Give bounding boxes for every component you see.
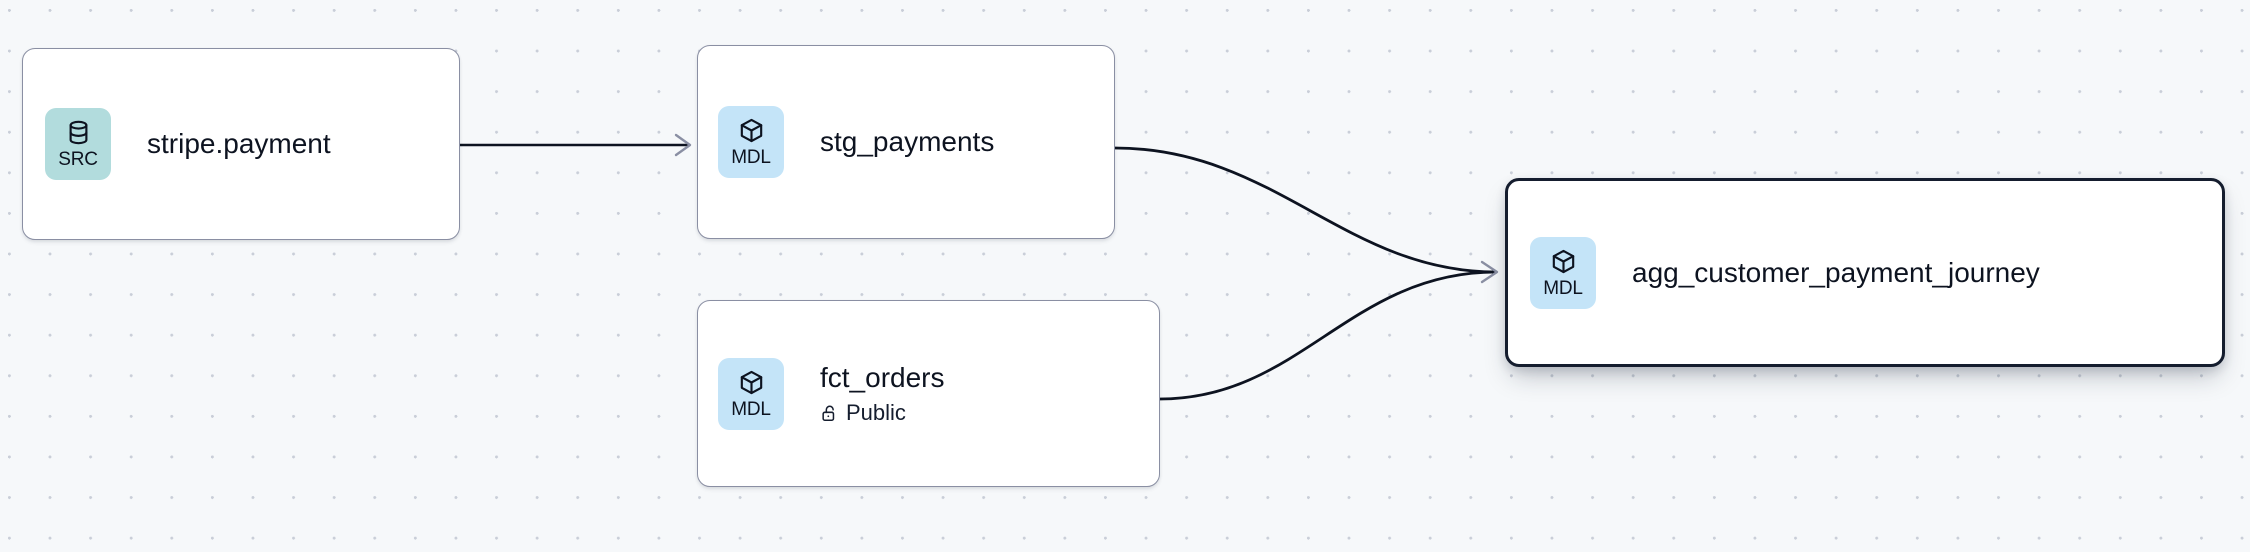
node-agg-customer-payment-journey[interactable]: MDL agg_customer_payment_journey	[1505, 178, 2225, 367]
arrowhead-icon	[1480, 260, 1499, 284]
edge-stg-payments-to-agg-journey	[1114, 146, 1497, 274]
node-labels: stg_payments	[820, 125, 994, 158]
arrowhead-icon	[674, 133, 692, 157]
node-fct-orders[interactable]: MDL fct_orders Public	[697, 300, 1160, 487]
node-type-badge-mdl: MDL	[1530, 236, 1596, 309]
node-type-badge-mdl: MDL	[718, 357, 784, 430]
node-type-label: MDL	[731, 398, 771, 420]
database-icon	[65, 119, 92, 146]
cube-icon	[738, 369, 765, 396]
node-visibility-label: Public	[846, 399, 906, 425]
node-stripe-payment[interactable]: SRC stripe.payment	[22, 48, 460, 240]
node-labels: agg_customer_payment_journey	[1632, 256, 2040, 289]
node-labels: stripe.payment	[147, 127, 331, 160]
node-title: fct_orders	[820, 361, 945, 393]
edge-stripe-payment-to-stg-payments	[460, 133, 692, 157]
cube-icon	[738, 117, 765, 144]
edge-fct-orders-to-agg-journey	[1159, 270, 1497, 401]
node-title: agg_customer_payment_journey	[1632, 256, 2040, 288]
node-stg-payments[interactable]: MDL stg_payments	[697, 45, 1115, 239]
node-type-badge-mdl: MDL	[718, 106, 784, 178]
node-labels: fct_orders Public	[820, 361, 945, 426]
node-type-label: MDL	[731, 147, 771, 168]
node-type-label: SRC	[58, 149, 98, 170]
node-visibility: Public	[820, 400, 945, 426]
cube-icon	[1550, 248, 1577, 275]
node-title: stripe.payment	[147, 128, 331, 160]
node-type-label: MDL	[1543, 277, 1583, 299]
node-type-badge-src: SRC	[45, 108, 111, 180]
unlock-icon	[820, 404, 839, 423]
node-title: stg_payments	[820, 126, 995, 158]
